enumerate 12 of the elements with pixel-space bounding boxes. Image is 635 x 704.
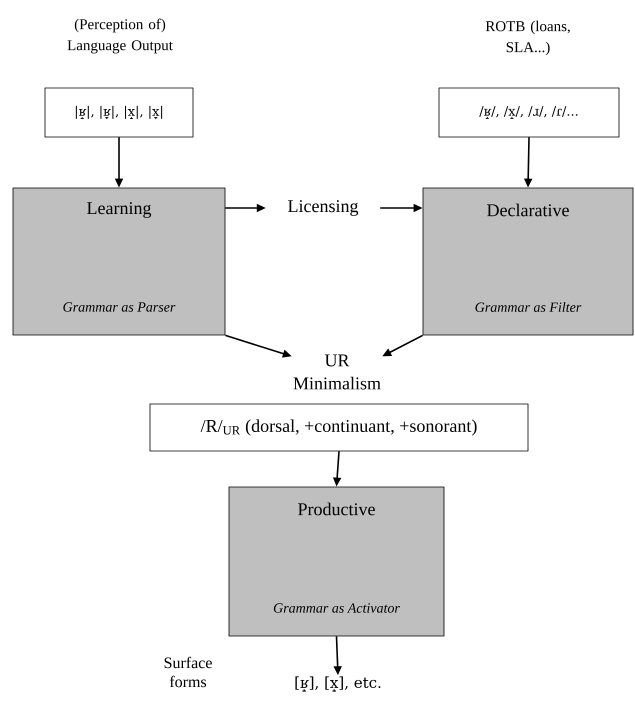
process-box: Declarative Grammar as Filter: [422, 188, 634, 336]
process-label: UR Minimalism: [294, 354, 381, 390]
process-label: Licensing: [288, 200, 358, 216]
input-box: /ʁ̝/, /x̝/, /ɹ/, /ɾ/...: [438, 88, 620, 138]
representation-box: /R/$_{UR}$ (dorsal, +continuant, +sonorant): [150, 404, 528, 452]
input-box: |ʁ̝|, |ʁ̞|, |x̝|, |x̞|: [44, 88, 194, 138]
output-label: [ʁ̝], [x̝], etc.: [295, 676, 380, 692]
heading: (Perception of) Language Output: [68, 18, 173, 54]
heading: ROTB (loans, SLA...): [486, 20, 570, 56]
process-box: Productive Grammar as Activator: [228, 486, 444, 636]
side-label: Surface forms: [164, 656, 212, 688]
process-box: Learning Grammar as Parser: [12, 188, 226, 336]
